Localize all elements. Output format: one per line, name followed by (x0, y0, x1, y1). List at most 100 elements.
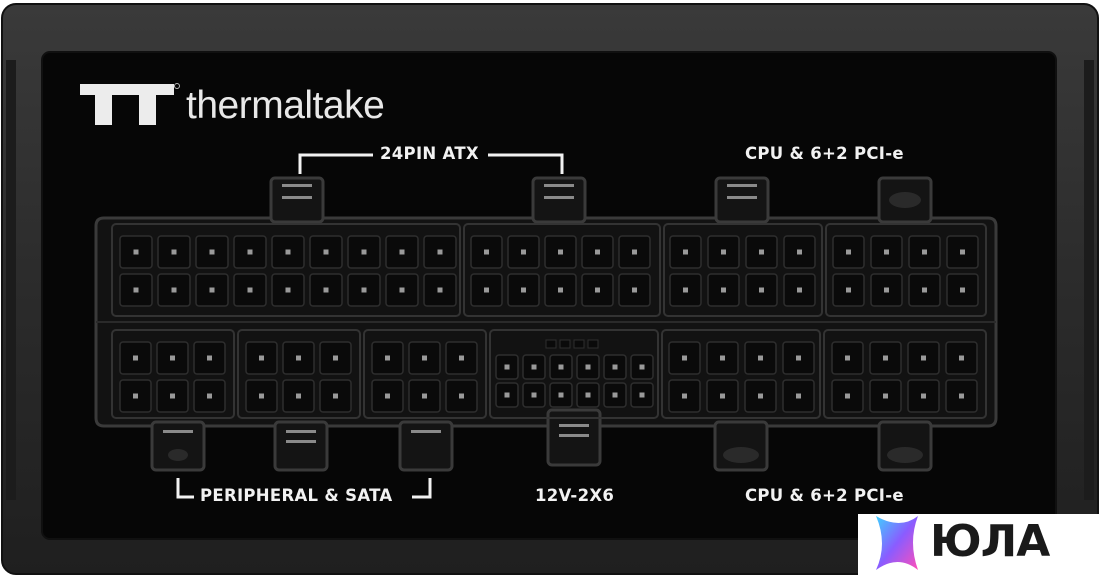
pin-contact (285, 249, 291, 255)
pin-contact (796, 393, 801, 399)
latch-tab (398, 420, 454, 472)
pin-contact (683, 249, 688, 255)
pin-contact (259, 355, 264, 361)
pin-contact (247, 287, 253, 293)
pin-contact (171, 287, 177, 293)
pin-contact (333, 355, 338, 361)
pin-contact (585, 392, 591, 398)
peripheral-bracket (176, 478, 194, 499)
latch-tab (150, 420, 206, 472)
pin-contact (133, 355, 138, 361)
pin-contact (797, 249, 802, 255)
pin-contact (385, 393, 390, 399)
pin-contact (323, 249, 329, 255)
pin-contact (521, 287, 526, 293)
pin-contact (721, 249, 726, 255)
sense-pin (545, 339, 557, 349)
pin-sockets (119, 235, 979, 413)
pin-contact (558, 392, 564, 398)
pin-contact (720, 393, 725, 399)
pin-contact (884, 249, 889, 255)
pin-contact (632, 287, 637, 293)
pin-contact (758, 393, 763, 399)
pin-contact (361, 287, 367, 293)
pin-contact (170, 393, 175, 399)
pin-contact (721, 287, 726, 293)
pin-contact (922, 287, 927, 293)
pin-contact (285, 287, 291, 293)
pin-contact (883, 393, 888, 399)
pin-contact (845, 355, 850, 361)
pin-contact (385, 355, 390, 361)
pin-contact (170, 355, 175, 361)
pin-contact (207, 393, 212, 399)
label-cpu-pcie-bottom: CPU & 6+2 PCI-e (745, 486, 904, 505)
pin-contact (247, 249, 253, 255)
label-peripheral-sata: PERIPHERAL & SATA (200, 486, 393, 505)
pin-contact (612, 364, 618, 370)
pin-contact (846, 249, 851, 255)
pin-contact (422, 355, 427, 361)
pin-contact (296, 393, 301, 399)
pin-contact (207, 355, 212, 361)
pin-contact (682, 355, 687, 361)
pin-contact (682, 393, 687, 399)
label-24pin-atx: 24PIN ATX (380, 144, 479, 163)
pin-contact (484, 287, 489, 293)
pin-contact (209, 249, 215, 255)
pin-contact (797, 287, 802, 293)
pin-contact (133, 287, 139, 293)
pin-contact (759, 287, 764, 293)
latch-tab (714, 176, 770, 224)
pin-contact (959, 393, 964, 399)
pin-contact (437, 249, 443, 255)
sense-pin (587, 339, 599, 349)
pin-contact (959, 355, 964, 361)
pin-contact (399, 249, 405, 255)
pin-contact (960, 249, 965, 255)
pin-contact (437, 287, 443, 293)
pin-contact (922, 249, 927, 255)
pin-contact (296, 355, 301, 361)
sense-pin (573, 339, 585, 349)
latch-tab (531, 176, 587, 224)
latch-tab (269, 176, 325, 224)
pin-contact (758, 355, 763, 361)
pin-contact (845, 393, 850, 399)
pin-contact (683, 287, 688, 293)
pin-contact (921, 355, 926, 361)
brand-name: thermaltake (186, 84, 385, 127)
pin-contact (133, 393, 138, 399)
pin-contact (921, 393, 926, 399)
pin-contact (639, 392, 645, 398)
pin-contact (521, 249, 526, 255)
label-brackets (176, 153, 564, 499)
pin-contact (585, 364, 591, 370)
pin-contact (531, 392, 537, 398)
pin-contact (259, 393, 264, 399)
pin-contact (558, 249, 563, 255)
pin-contact (558, 287, 563, 293)
pin-contact (612, 392, 618, 398)
pin-contact (504, 364, 510, 370)
pin-contact (595, 249, 600, 255)
pin-contact (504, 392, 510, 398)
latch-tab (273, 420, 329, 472)
pin-contact (323, 287, 329, 293)
pin-contact (759, 249, 764, 255)
pin-contact (171, 249, 177, 255)
thermaltake-logo-icon (80, 84, 174, 125)
pin-contact (333, 393, 338, 399)
pin-contact (484, 249, 489, 255)
pin-contact (209, 287, 215, 293)
pin-contact (133, 249, 139, 255)
pin-contact (632, 249, 637, 255)
tab-pin-dots (163, 184, 757, 443)
pin-contact (595, 287, 600, 293)
connector-outlines (111, 223, 987, 419)
pin-contact (639, 364, 645, 370)
pin-contact (459, 393, 464, 399)
atx-bracket (298, 153, 373, 174)
